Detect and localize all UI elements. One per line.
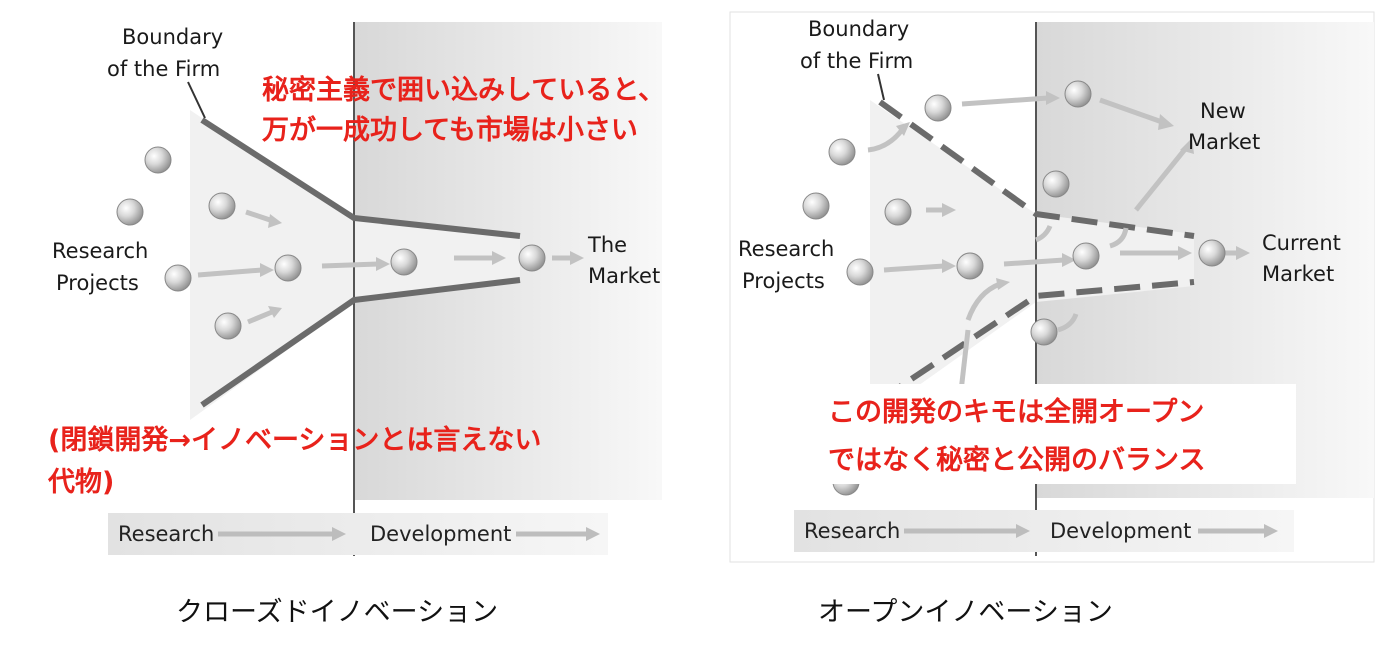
open-caption: オープンイノベーション — [818, 597, 1113, 628]
closed-note-bottom: (閉鎖開発→イノベーションとは言えない 代物) — [47, 424, 551, 498]
bar-research-label: Research — [118, 522, 214, 546]
project-ball — [208, 192, 236, 220]
market-label: The Market — [587, 233, 660, 288]
project-ball — [956, 252, 984, 280]
boundary-pointer — [877, 73, 885, 101]
project-ball — [1030, 318, 1058, 346]
project-ball — [884, 198, 912, 226]
boundary-label: Boundary of the Firm — [107, 25, 230, 81]
project-ball — [1072, 242, 1100, 270]
research-project-balls — [116, 146, 546, 340]
flow-arrows — [197, 209, 572, 325]
firm-boundary — [200, 117, 521, 408]
project-ball — [924, 94, 952, 122]
project-ball — [274, 254, 302, 282]
closed-caption: クローズドイノベーション — [176, 597, 498, 628]
research-project-balls — [802, 80, 1226, 496]
project-ball — [1064, 80, 1092, 108]
closed-innovation-diagram: Boundary of the Firm Research Projects T… — [47, 22, 675, 628]
boundary-label: Boundary of the Firm — [800, 17, 916, 73]
project-ball — [164, 264, 192, 292]
research-projects-label: Research Projects — [738, 237, 841, 293]
project-ball — [1198, 239, 1226, 267]
project-ball — [828, 138, 856, 166]
arrow-heads — [896, 91, 1250, 290]
boundary-pointer — [187, 81, 206, 119]
current-market-label: Current Market — [1262, 231, 1348, 286]
project-ball — [116, 198, 144, 226]
bar-development-label: Development — [1050, 519, 1191, 543]
bar-research-arrowhead — [332, 527, 346, 541]
closed-note-top: 秘密主義で囲い込みしていると、 万が一成功しても市場は小さい — [262, 74, 675, 146]
firm-boundary-dashed — [878, 99, 1195, 403]
bar-research-label: Research — [804, 519, 900, 543]
project-ball — [802, 192, 830, 220]
open-note: この開発のキモは全開オープン ではなく秘密と公開のバランス — [828, 396, 1214, 476]
project-ball — [390, 248, 418, 276]
project-ball — [846, 258, 874, 286]
research-projects-label: Research Projects — [52, 239, 155, 295]
bar-development-arrowhead — [1264, 524, 1278, 538]
bar-development-arrowhead — [586, 527, 600, 541]
project-ball — [214, 312, 242, 340]
bar-development-label: Development — [370, 522, 511, 546]
open-innovation-diagram: Boundary of the Firm Research Projects N… — [729, 11, 1375, 628]
new-market-label: New Market — [1188, 99, 1260, 154]
bar-research-arrowhead — [1016, 524, 1030, 538]
arrow-heads — [260, 214, 584, 318]
open-note-box — [776, 384, 1296, 484]
project-ball — [518, 244, 546, 272]
project-ball — [1042, 170, 1070, 198]
project-ball — [144, 146, 172, 174]
